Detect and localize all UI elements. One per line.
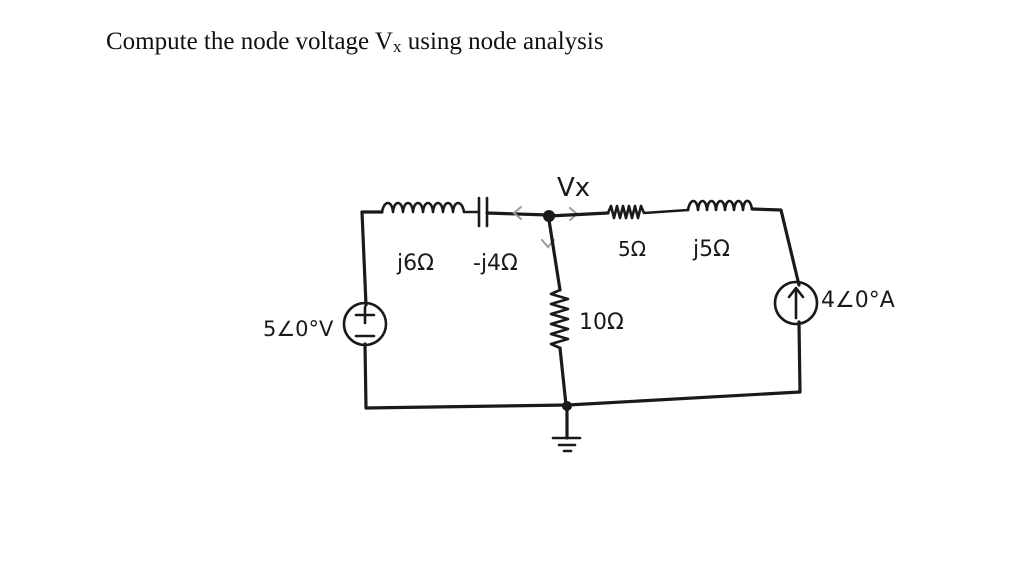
- question-prefix: Compute the node voltage V: [106, 28, 393, 55]
- voltage-source-label: 5∠0°V: [263, 317, 334, 341]
- wire-cap-node: [485, 211, 550, 217]
- inductor-right: [686, 199, 754, 212]
- current-source-label: 4∠0°A: [821, 288, 895, 313]
- question-text: Compute the node voltage Vx using node a…: [106, 28, 604, 57]
- wire-left: [360, 210, 384, 307]
- resistor-top-label: 5Ω: [618, 237, 646, 261]
- current-arrow-head: [787, 286, 805, 299]
- resistor-mid-label: 10Ω: [579, 310, 624, 335]
- question-subscript: x: [393, 37, 402, 56]
- voltage-source-circle: [342, 301, 388, 347]
- inductor-right-label: j5Ω: [692, 237, 730, 262]
- inductor-left-label: j6Ω: [396, 251, 434, 276]
- wire-node-resistor: [547, 211, 610, 218]
- current-source-circle: [773, 280, 819, 326]
- wire-mid-bottom: [558, 346, 568, 407]
- resistor-top: [606, 204, 690, 220]
- wire-left-bottom: [363, 342, 570, 410]
- node-label: Vx: [557, 173, 590, 203]
- inductor-left: [380, 201, 479, 214]
- capacitor-label: -j4Ω: [473, 251, 518, 276]
- question-suffix: using node analysis: [401, 28, 604, 55]
- wire-bottom-right: [566, 320, 802, 407]
- arrow-left: [512, 206, 522, 220]
- wire-right: [750, 207, 801, 287]
- resistor-mid: [549, 288, 570, 350]
- wire-mid-top: [547, 218, 562, 292]
